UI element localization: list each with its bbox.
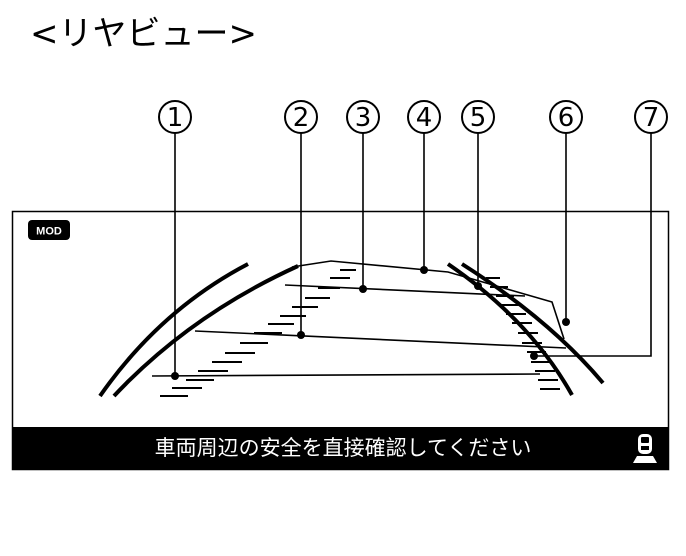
page-title: <リヤビュー> xyxy=(30,14,257,54)
camera-view-car-icon[interactable] xyxy=(633,434,657,463)
callout-dots xyxy=(171,266,570,380)
left-predicted-course-lines xyxy=(98,262,299,398)
callout-number: 4 xyxy=(416,103,433,133)
callout-3: 3 xyxy=(346,100,380,134)
distance-guide-lines xyxy=(151,260,567,377)
callout-number: 6 xyxy=(558,103,575,133)
callout-6: 6 xyxy=(549,100,583,134)
callout-leaders xyxy=(174,133,652,376)
callout-number: 5 xyxy=(470,103,487,133)
callout-4: 4 xyxy=(407,100,441,134)
callout-number: 7 xyxy=(643,103,660,133)
mode-badge-label: MOD xyxy=(36,226,62,238)
callout-number: 1 xyxy=(167,103,184,133)
mode-badge[interactable]: MOD xyxy=(28,220,70,240)
callout-1: 1 xyxy=(158,100,192,134)
right-dashed-markers xyxy=(486,277,560,390)
callout-5: 5 xyxy=(461,100,495,134)
caution-message: 車両周辺の安全を直接確認してください xyxy=(155,436,532,460)
callout-2: 2 xyxy=(284,100,318,134)
monitor-screen-frame xyxy=(11,210,670,471)
callout-number: 3 xyxy=(355,103,372,133)
callout-7: 7 xyxy=(634,100,668,134)
callout-number: 2 xyxy=(293,103,310,133)
caution-bar: 車両周辺の安全を直接確認してください xyxy=(13,427,668,469)
